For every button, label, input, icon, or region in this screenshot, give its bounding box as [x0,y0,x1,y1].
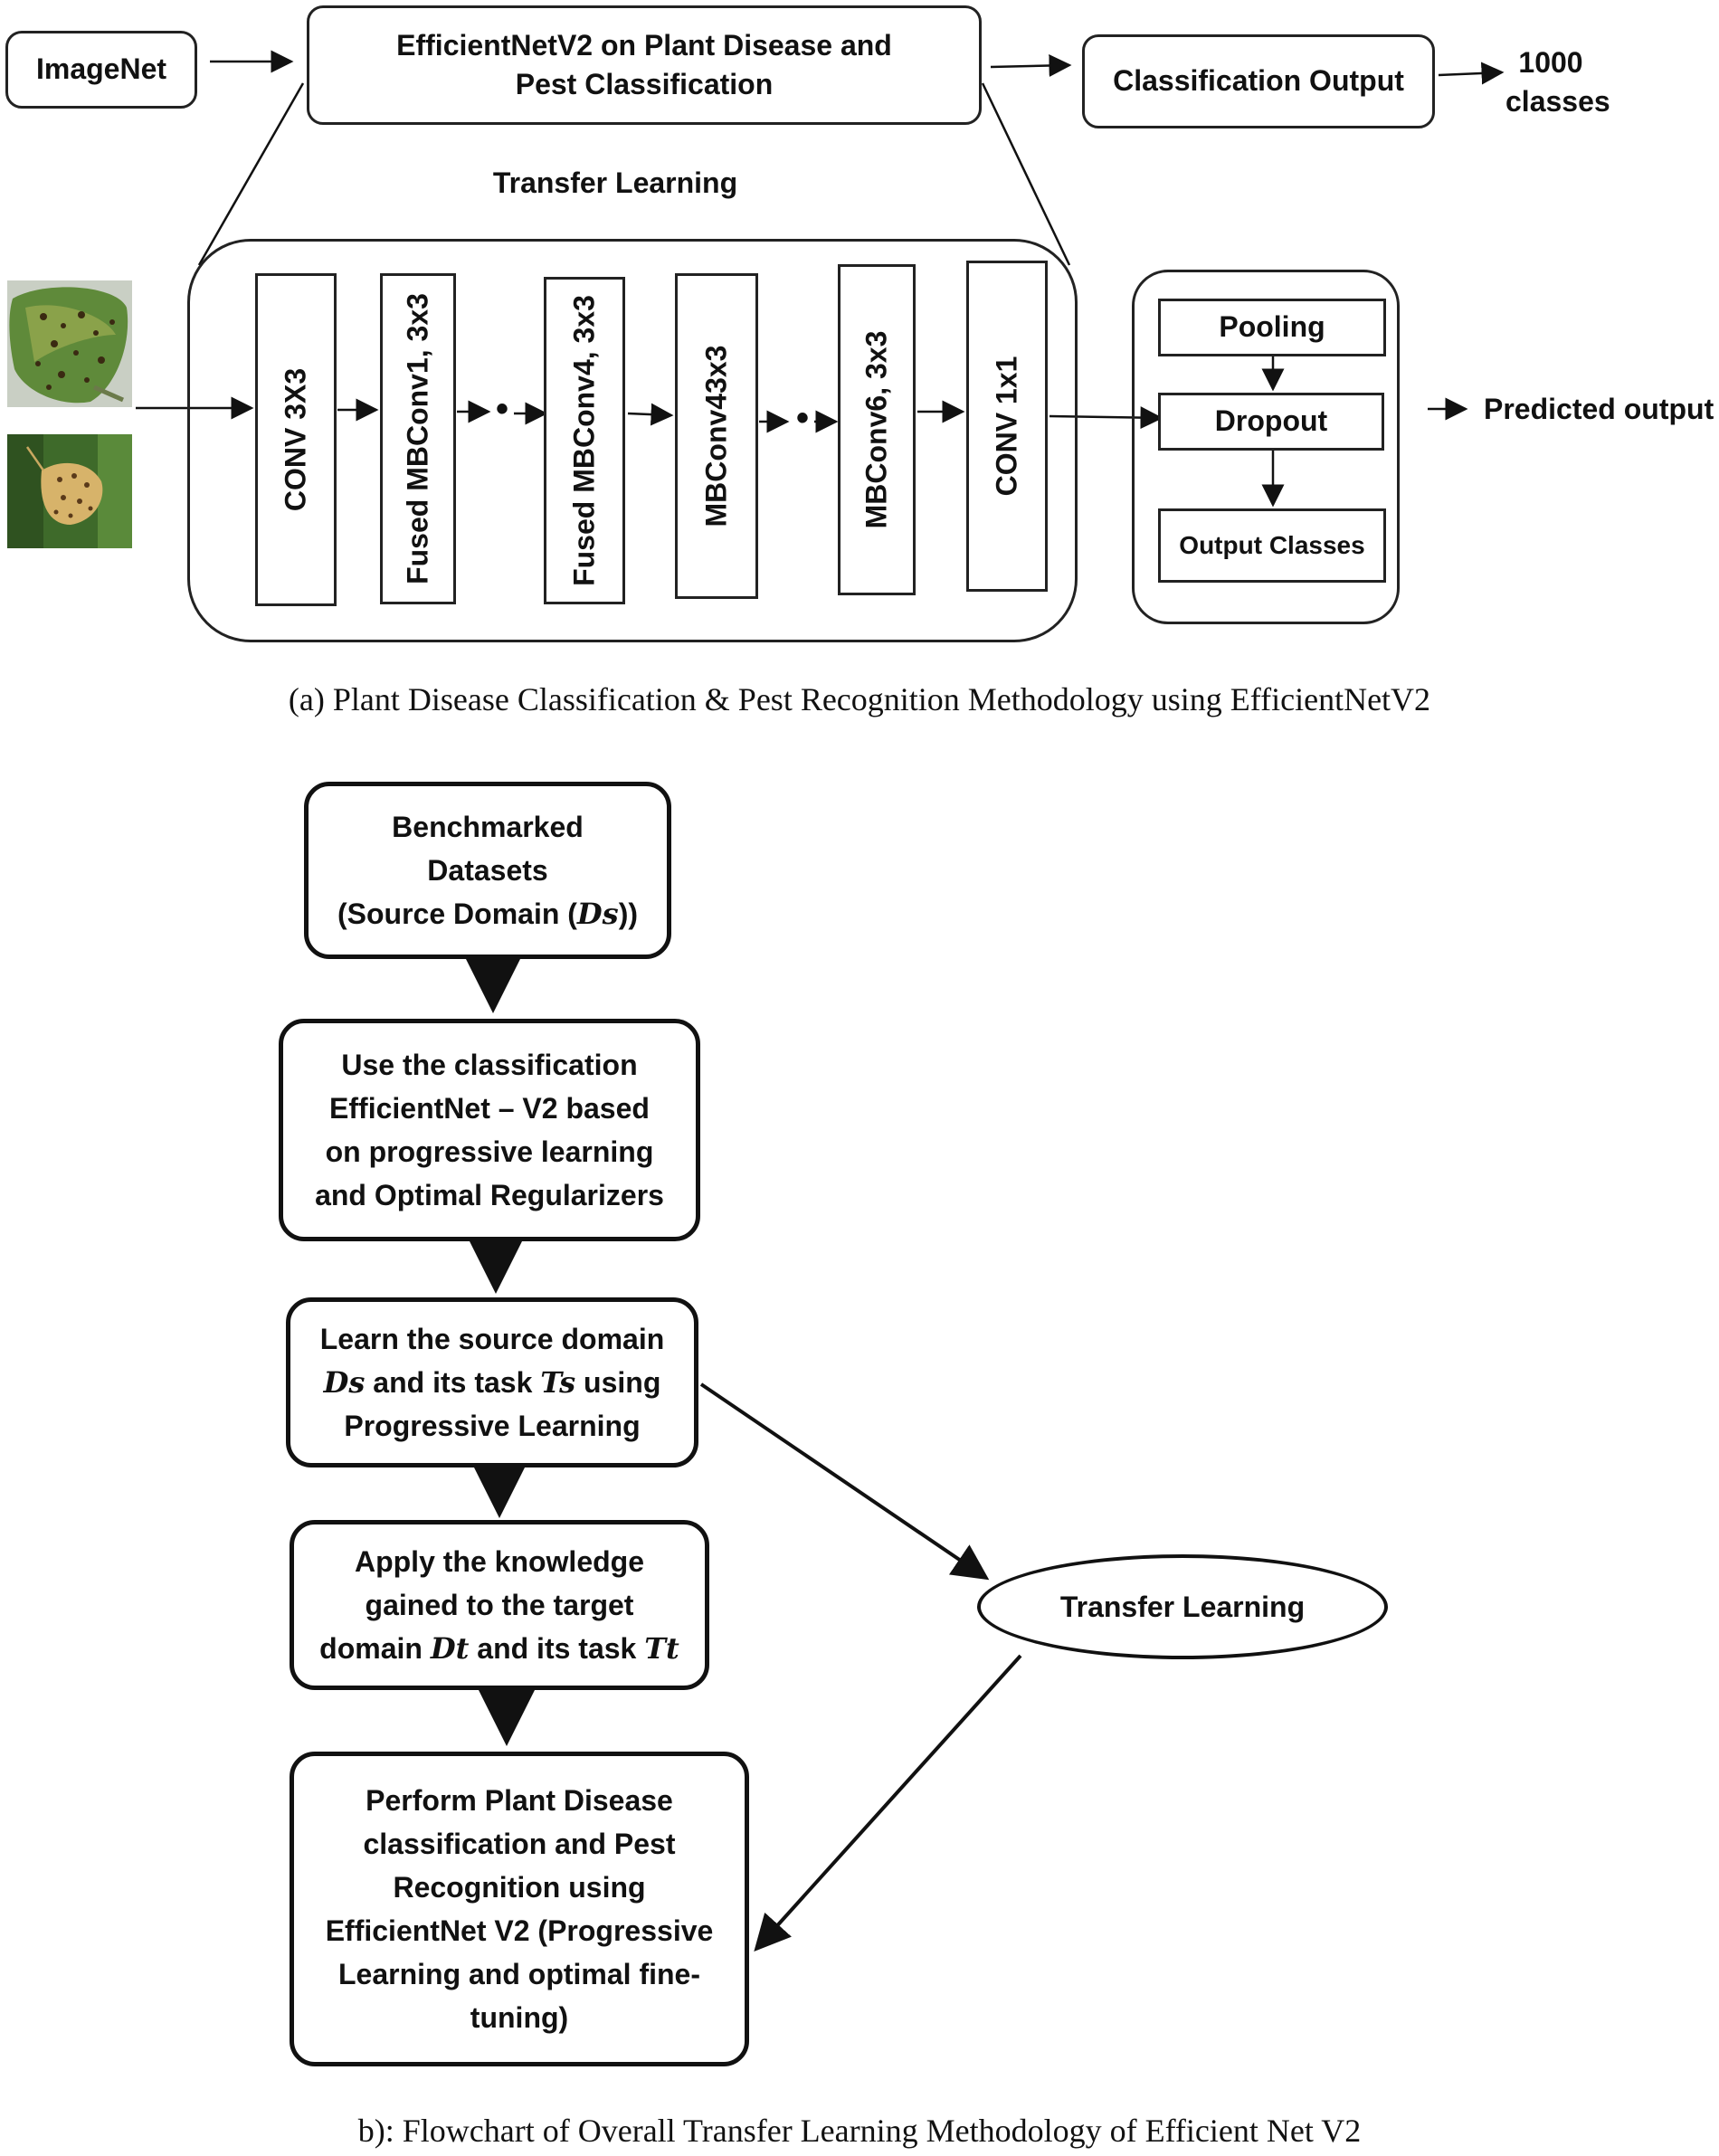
step4-line2: gained to the target [365,1589,634,1621]
pooling-box: Pooling [1158,299,1386,356]
classification-output-label: Classification Output [1113,64,1404,98]
step-learn-source-domain: Learn the source domain Ds and its task … [286,1297,698,1467]
ellipsis-2: • [796,398,810,438]
step1-line2: Datasets [427,854,548,887]
classes-count-label: 1000 classes [1505,43,1610,121]
step5-line5: Learning and optimal fine- [337,1958,700,1990]
step-apply-knowledge: Apply the knowledge gained to the target… [290,1520,709,1690]
dropout-label: Dropout [1214,404,1328,438]
layer-conv1x1: CONV 1x1 [966,261,1048,592]
step5-line1: Perform Plant Disease [366,1784,673,1817]
layer-mbconv6: MBConv6, 3x3 [838,264,916,595]
layer-conv1x1-label: CONV 1x1 [990,356,1023,497]
step4-line1: Apply the knowledge [354,1545,644,1578]
step1-line3-post: )) [618,898,638,930]
step4-pre3: domain [319,1632,431,1665]
layer-mbconv43x3-label: MBConv43x3 [699,345,733,527]
dropout-box: Dropout [1158,393,1384,451]
arrow-fused4-to-mbconv43 [627,403,674,426]
layer-conv3x3-label: CONV 3X3 [279,367,312,512]
efficientnetv2-model-box: EfficientNetV2 on Plant Disease and Pest… [307,5,982,125]
transfer-learning-label: Transfer Learning [492,166,738,199]
output-classes-label: Output Classes [1179,531,1365,560]
classes-count-word: classes [1505,85,1610,119]
step4-dt-symbol: Dt [430,1631,470,1666]
step1-line1: Benchmarked [392,811,584,843]
step1-line3-pre: (Source Domain ( [337,898,577,930]
layer-mbconv43x3: MBConv43x3 [675,273,758,599]
step2-line4: and Optimal Regularizers [315,1179,664,1211]
step-benchmarked-datasets: Benchmarked Datasets (Source Domain (Ds)… [304,782,671,959]
ellipsis-1: • [496,389,509,429]
caption-part-a: (a) Plant Disease Classification & Pest … [288,681,1431,717]
backbone-container [187,239,1078,642]
step5-line6: tuning) [470,2001,569,2034]
step2-line2: EfficientNet – V2 based [329,1092,650,1125]
transfer-learning-ellipse: Transfer Learning [977,1554,1388,1659]
layer-mbconv6-label: MBConv6, 3x3 [860,330,893,529]
classification-output-box: Classification Output [1082,34,1435,128]
layer-fused-mbconv4: Fused MBConv4, 3x3 [544,277,625,604]
arrow-transfer-to-perform [754,1654,1022,1952]
imagenet-box: ImageNet [5,31,197,109]
step-use-efficientnet: Use the classification EfficientNet – V2… [279,1019,700,1241]
classes-count-number: 1000 [1518,46,1583,79]
arrow-output-to-classes [1438,62,1505,85]
step1-ds-symbol: Ds [576,897,619,931]
step2-line3: on progressive learning [325,1135,654,1168]
imagenet-label: ImageNet [35,52,167,86]
arrow-model-to-output [990,54,1072,78]
step5-line2: classification and Pest [363,1828,676,1860]
step3-ts-symbol: Ts [540,1365,576,1400]
pooling-label: Pooling [1219,310,1325,344]
leaf-disease-thumbnail [7,280,132,407]
step5-line3: Recognition using [393,1871,646,1904]
funnel-left [197,82,305,266]
arrow-conv1x1-to-dropout [1049,406,1163,430]
step4-mid3: and its task [469,1632,645,1665]
step3-post: using [575,1366,661,1399]
funnel-right [981,82,1071,266]
head-container [1132,270,1400,624]
step4-tt-symbol: Tt [644,1631,679,1666]
arrow-learn-to-transfer [699,1382,990,1581]
layer-fused-mbconv1: Fused MBConv1, 3x3 [380,273,456,604]
layer-conv3x3: CONV 3X3 [255,273,337,606]
step-perform-classification: Perform Plant Disease classification and… [290,1752,749,2066]
step5-line4: EfficientNet V2 (Progressive [325,1914,714,1947]
caption-part-b: b): Flowchart of Overall Transfer Learni… [357,2113,1362,2149]
step2-line1: Use the classification [341,1049,638,1081]
predicted-output-label: Predicted output [1484,393,1714,425]
step3-mid: and its task [365,1366,541,1399]
pest-insect-thumbnail [7,434,132,548]
step3-line3: Progressive Learning [344,1410,641,1442]
efficientnetv2-model-label: EfficientNetV2 on Plant Disease and Pest… [396,28,892,100]
layer-fused-mbconv4-label: Fused MBConv4, 3x3 [567,295,601,586]
step3-line1: Learn the source domain [319,1323,665,1355]
output-classes-box: Output Classes [1158,508,1386,583]
transfer-learning-ellipse-label: Transfer Learning [1059,1590,1306,1623]
layer-fused-mbconv1-label: Fused MBConv1, 3x3 [401,293,434,584]
step3-ds-symbol: Ds [323,1365,366,1400]
